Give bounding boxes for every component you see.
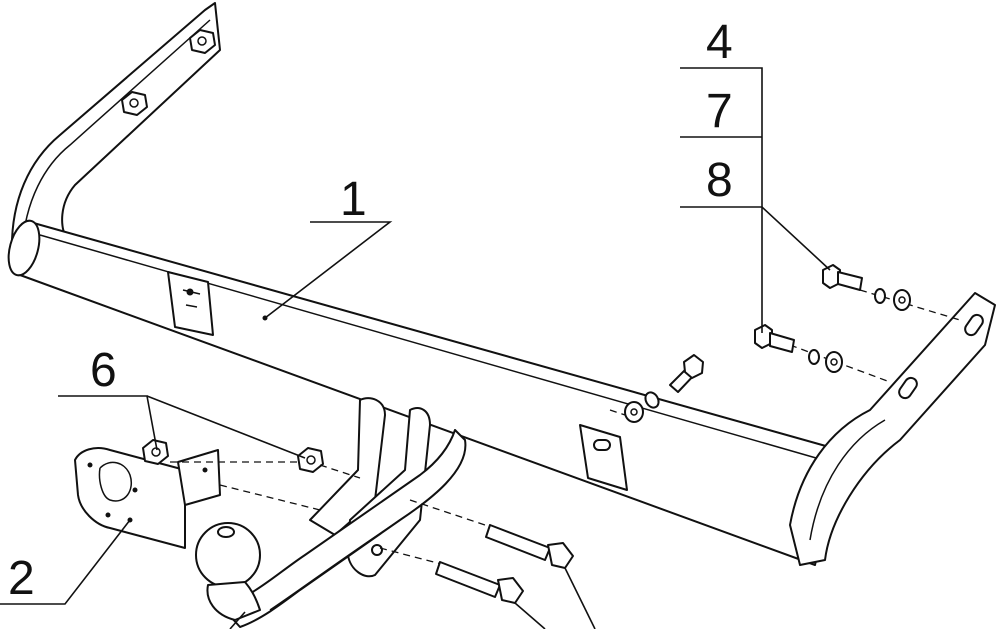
callout-bolt-8: 8 bbox=[706, 154, 733, 207]
neck-bracket-left bbox=[309, 397, 386, 536]
socket-mounting-plate bbox=[74, 447, 221, 549]
callout-nut: 6 bbox=[90, 344, 117, 397]
callout-tube: 1 bbox=[340, 173, 367, 226]
bolt-lower-upper bbox=[485, 524, 574, 569]
tube-bracket-right bbox=[579, 424, 628, 491]
left-mounting-arm bbox=[10, 2, 221, 256]
hex-nut-plate bbox=[142, 439, 169, 465]
tube-bracket-left bbox=[167, 271, 214, 336]
hex-nut-free bbox=[297, 447, 324, 473]
callout-socket-plate: 2 bbox=[8, 552, 35, 605]
main-cross-tube bbox=[7, 219, 841, 566]
arm-slot-lower bbox=[898, 376, 918, 400]
leader-lines bbox=[0, 67, 831, 629]
tow-neck bbox=[219, 429, 467, 628]
arm-slot-upper bbox=[964, 313, 984, 337]
arm-bolt-set-lower bbox=[754, 324, 843, 373]
tow-ball bbox=[195, 522, 261, 621]
callout-bolt-4: 4 bbox=[706, 16, 733, 69]
right-mounting-arm bbox=[789, 292, 996, 566]
bracket-bolt-set bbox=[624, 354, 704, 423]
arm-bolt-set-upper bbox=[822, 264, 911, 311]
arm-nut-upper bbox=[189, 29, 216, 54]
callout-bolt-7: 7 bbox=[706, 85, 733, 138]
bolt-lower-lower bbox=[435, 561, 524, 604]
arm-nut-lower bbox=[121, 91, 148, 116]
